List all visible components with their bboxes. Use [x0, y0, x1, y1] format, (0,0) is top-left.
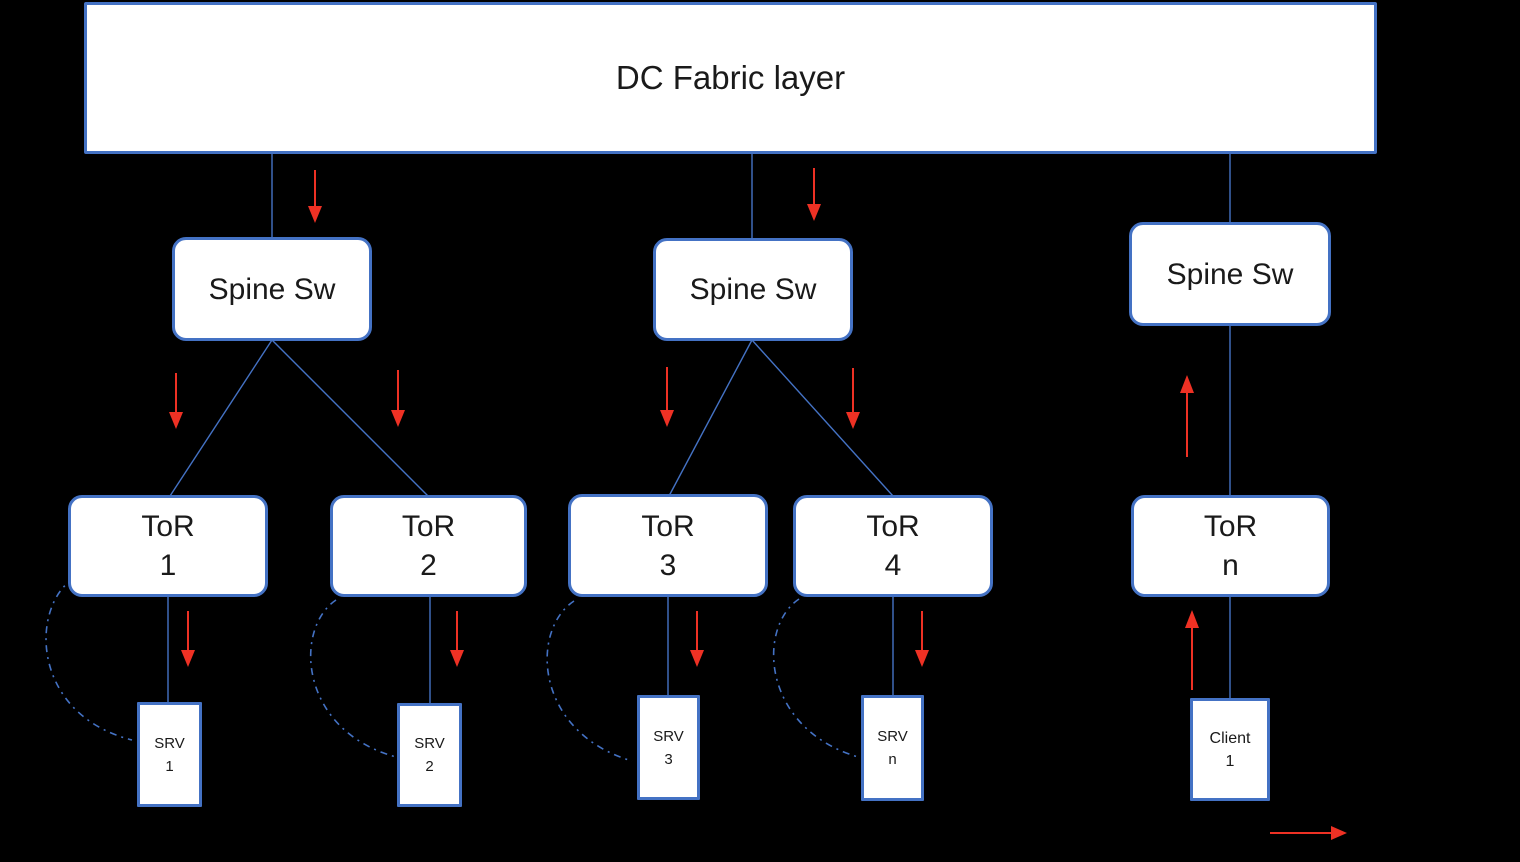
down-arrow-fabric-spine1 — [308, 170, 322, 223]
client-1-name: Client — [1209, 729, 1251, 747]
loop-arc-tor2-srv2 — [309, 599, 397, 758]
tor-switch-1-id: 1 — [159, 549, 177, 582]
tor-switch-1-name: ToR — [141, 510, 195, 543]
spine-switch-3-label: Spine Sw — [1166, 257, 1294, 291]
down-arrow-fabric-spine2 — [807, 168, 821, 221]
tor-switch-n-id: n — [1222, 549, 1239, 582]
down-arrow-tor4-srvn — [915, 611, 929, 667]
link-spine2-tor3 — [668, 339, 753, 497]
loop-arc-tor1-srv1 — [45, 577, 133, 741]
down-arrow-spine2-tor4 — [846, 368, 860, 429]
server-n-id: n — [888, 751, 897, 768]
loop-arc-tor3-srv3 — [546, 600, 633, 762]
link-spine1-tor1 — [169, 339, 273, 497]
down-arrow-spine1-tor2 — [391, 370, 405, 427]
spine-switch-3: Spine Sw — [1129, 222, 1331, 326]
down-arrow-tor1-srv1 — [181, 611, 195, 667]
spine-switch-1: Spine Sw — [172, 237, 372, 341]
server-3-id: 3 — [664, 750, 673, 768]
server-2: SRV 2 — [397, 703, 462, 807]
up-arrow-client1-torn — [1185, 610, 1199, 690]
tor-switch-4-name: ToR — [866, 510, 920, 543]
spine-switch-1-label: Spine Sw — [208, 272, 336, 306]
server-n: SRV n — [861, 695, 924, 801]
spine-switch-2-label: Spine Sw — [689, 273, 817, 306]
loop-arc-tor4-srvn — [772, 598, 859, 758]
dc-fabric-label: DC Fabric layer — [615, 59, 846, 96]
link-spine1-tor2 — [271, 339, 429, 497]
tor-switch-n: ToR n — [1131, 495, 1330, 597]
tor-switch-2-id: 2 — [420, 549, 437, 582]
dc-fabric-box: DC Fabric layer — [84, 2, 1377, 154]
tor-switch-4-id: 4 — [884, 549, 902, 582]
client-1: Client 1 — [1190, 698, 1270, 801]
tor-switch-2-name: ToR — [401, 510, 456, 543]
down-arrow-spine2-tor3 — [660, 367, 674, 427]
spine-switch-2: Spine Sw — [653, 238, 853, 341]
right-arrow-flow-direction — [1270, 826, 1347, 840]
tor-switch-2: ToR 2 — [330, 495, 527, 597]
server-n-name: SRV — [877, 728, 908, 745]
server-3-name: SRV — [653, 727, 684, 745]
tor-switch-n-name: ToR — [1203, 510, 1258, 543]
client-1-id: 1 — [1225, 752, 1235, 770]
server-1: SRV 1 — [137, 702, 202, 807]
tor-switch-1: ToR 1 — [68, 495, 268, 597]
tor-switch-3-name: ToR — [641, 509, 695, 543]
server-2-name: SRV — [414, 735, 445, 752]
server-1-id: 1 — [165, 757, 174, 775]
tor-switch-3: ToR 3 — [568, 494, 768, 597]
server-2-id: 2 — [425, 758, 434, 775]
server-1-name: SRV — [154, 734, 185, 752]
link-spine2-tor4 — [751, 339, 894, 497]
down-arrow-spine1-tor1 — [169, 373, 183, 429]
server-3: SRV 3 — [637, 695, 700, 800]
tor-switch-4: ToR 4 — [793, 495, 993, 597]
up-arrow-torn-spine3 — [1180, 375, 1194, 457]
down-arrow-tor2-srv2 — [450, 611, 464, 667]
tor-switch-3-id: 3 — [659, 548, 677, 582]
down-arrow-tor3-srv3 — [690, 611, 704, 667]
